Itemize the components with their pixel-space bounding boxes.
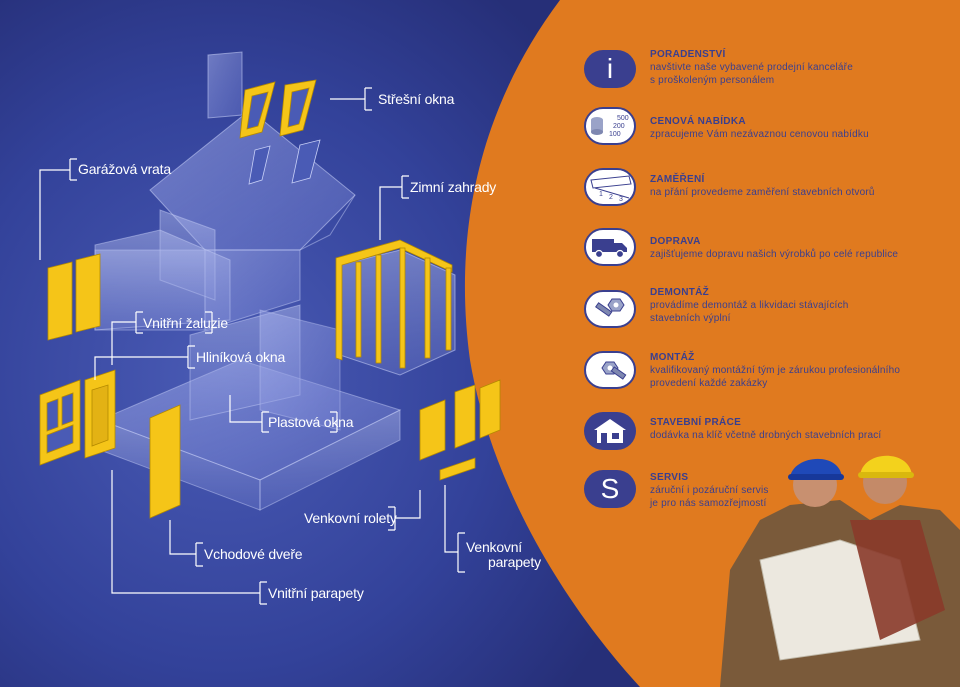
bolts-graphic (595, 298, 625, 317)
label-venkovni-parapety: Venkovní parapety (466, 540, 546, 570)
info-icon: i (584, 50, 636, 88)
house-graphic (594, 419, 626, 443)
tape-2-text: 2 (609, 194, 613, 201)
label-stresni-okna: Střešní okna (378, 91, 455, 107)
service-line2: stavebních výplní (650, 313, 731, 324)
coin-100-text: 100 (609, 131, 621, 138)
label-hlinikova-okna: Hliníková okna (196, 349, 286, 365)
tape-graphic: 1 2 3 (590, 175, 632, 202)
info-glyph: i (606, 53, 614, 84)
truck-graphic (592, 239, 627, 259)
label-venkovni-parapety-line2: parapety (488, 554, 541, 570)
house-illustration (94, 51, 456, 511)
workers-photo (720, 455, 960, 687)
service-title: DEMONTÁŽ (650, 287, 710, 298)
bolts-demolition-icon (584, 290, 636, 328)
label-venkovni-rolety: Venkovní rolety (304, 510, 397, 526)
house-icon (584, 412, 636, 450)
service-line1: zpracujeme Vám nezávaznou cenovou nabídk… (650, 129, 869, 140)
coin-500-text: 500 (617, 115, 629, 122)
service-line1: provádíme demontáž a likvidaci stávající… (650, 300, 849, 311)
truck-icon (584, 228, 636, 266)
service-title: PORADENSTVÍ (650, 49, 726, 60)
label-vnitrni-zaluzie: Vnitřní žaluzie (143, 315, 228, 331)
service-s-icon: S (584, 470, 636, 508)
window-components (39, 79, 501, 519)
service-title: CENOVÁ NABÍDKA (650, 116, 746, 127)
service-title: ZAMĚŘENÍ (650, 174, 705, 185)
service-title: MONTÁŽ (650, 352, 695, 363)
coins-graphic: 500 200 100 (591, 115, 629, 138)
service-line2: je pro nás samozřejmostí (650, 498, 767, 509)
service-line1: navštivte naše vybavené prodejní kancelá… (650, 62, 853, 73)
service-line1: záruční i pozáruční servis (650, 485, 769, 496)
service-title: STAVEBNÍ PRÁCE (650, 417, 742, 428)
service-line2: s proškoleným personálem (650, 75, 775, 86)
service-line1: dodávka na klíč včetně drobných stavební… (650, 430, 882, 441)
bolts-assembly-graphic (601, 361, 627, 380)
service-title: SERVIS (650, 472, 689, 483)
bolts-assembly-icon (584, 351, 636, 389)
label-vchodove-dvere: Vchodové dveře (204, 546, 303, 562)
label-vnitrni-parapety: Vnitřní parapety (268, 585, 364, 601)
label-venkovni-parapety-line1: Venkovní (466, 539, 522, 555)
callout-lines (39, 87, 465, 605)
service-line1: zajišťujeme dopravu našich výrobků po ce… (650, 249, 899, 260)
coins-price-icon: 500 200 100 (584, 107, 636, 145)
tape-3-text: 3 (619, 196, 623, 202)
servis-glyph: S (600, 473, 620, 504)
service-title: DOPRAVA (650, 236, 701, 247)
tape-1-text: 1 (599, 191, 603, 198)
coin-200-text: 200 (613, 123, 625, 130)
service-line1: na přání provedeme zaměření stavebních o… (650, 187, 875, 198)
service-line2: provedení každé zakázky (650, 378, 768, 389)
measuring-tape-icon: 1 2 3 (584, 168, 636, 206)
label-plastova-okna: Plastová okna (268, 414, 354, 430)
label-zimni-zahrady: Zimní zahrady (410, 179, 497, 195)
service-line1: kvalifikovaný montážní tým je zárukou pr… (650, 365, 901, 376)
label-garazova-vrata: Garážová vrata (78, 161, 171, 177)
